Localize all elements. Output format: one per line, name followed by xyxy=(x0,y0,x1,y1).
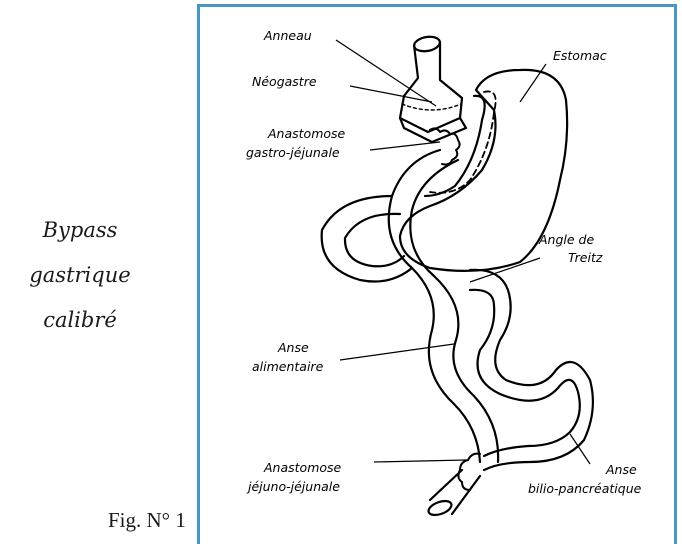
label-anastomose-jj-1: Anastomose xyxy=(263,460,342,475)
leader-lines xyxy=(336,40,590,464)
label-anneau: Anneau xyxy=(263,28,312,43)
leader-neogastre xyxy=(350,86,432,102)
label-anastomose-gj-2: gastro-jéjunale xyxy=(246,145,340,160)
left-bowel-loop xyxy=(322,196,412,282)
label-anastomose-gj-1: Anastomose xyxy=(267,126,346,141)
label-anse-bp-1: Anse xyxy=(605,462,637,477)
label-anse-bp-2: bilio-pancréatique xyxy=(528,481,642,496)
label-anse-alim-1: Anse xyxy=(277,340,309,355)
label-estomac: Estomac xyxy=(553,48,607,63)
common-limb xyxy=(427,470,480,518)
gastrojejunal-anastomosis xyxy=(430,128,460,164)
leader-anneau xyxy=(336,40,436,106)
leader-anastomose-jj xyxy=(374,460,466,462)
leader-anse-alimentaire xyxy=(340,344,454,360)
label-angle-de: Angle de xyxy=(538,232,594,247)
leader-anastomose-gj xyxy=(370,142,440,150)
label-anse-alim-2: alimentaire xyxy=(252,359,324,374)
pouch-tube xyxy=(404,35,462,98)
label-treitz: Treitz xyxy=(568,250,603,265)
label-neogastre: Néogastre xyxy=(252,74,317,89)
label-anastomose-jj-2: jéjuno-jéjunale xyxy=(246,479,340,494)
alimentary-limb xyxy=(389,150,498,462)
